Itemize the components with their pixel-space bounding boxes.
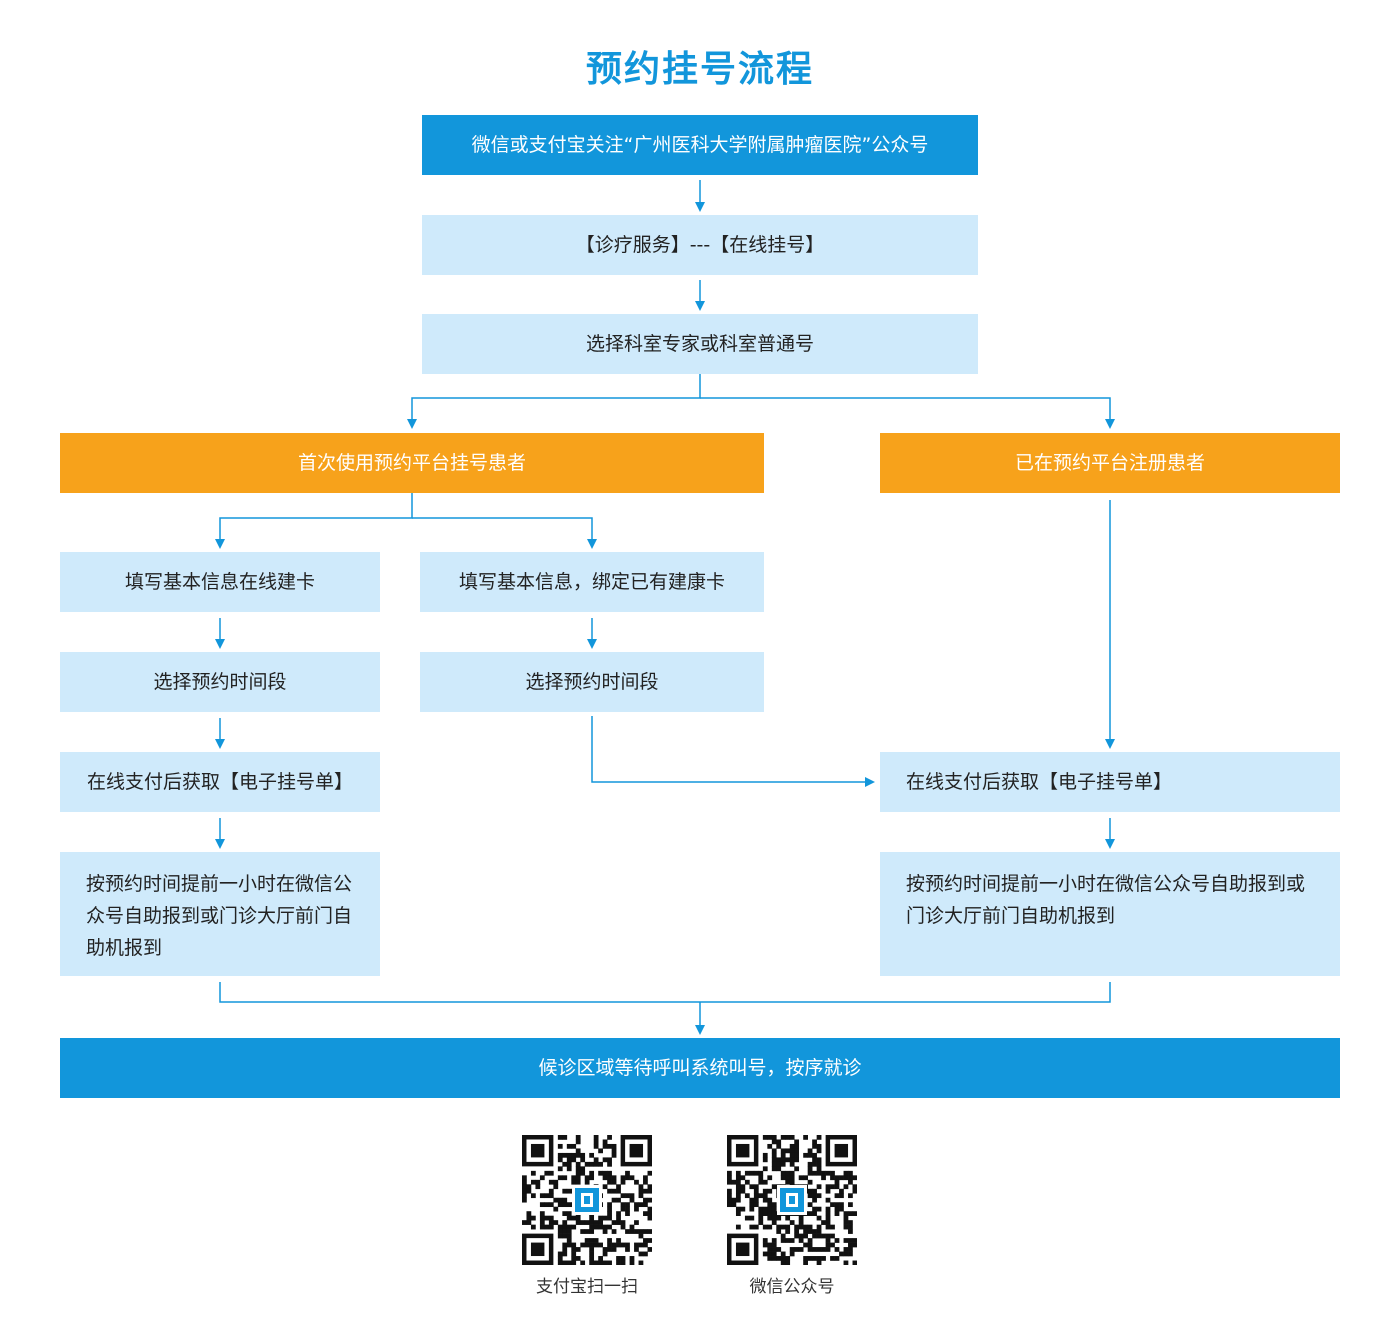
alipay-qr-caption: 支付宝扫一扫	[536, 1277, 638, 1297]
alipay-qr-code-icon	[522, 1135, 653, 1266]
connector-first-left	[215, 493, 413, 549]
wechat-qr-caption: 微信公众号	[749, 1277, 835, 1297]
step-pay-right: 在线支付后获取【电子挂号单】	[880, 752, 1340, 812]
branch-first-time-patient: 首次使用预约平台挂号患者	[60, 433, 764, 493]
step-checkin-right: 按预约时间提前一小时在微信公众号自助报到或门诊大厅前门自助机报到	[880, 852, 1340, 976]
step-select-time-mid: 选择预约时间段	[420, 652, 764, 712]
step-checkin-left: 按预约时间提前一小时在微信公众号自助报到或门诊大厅前门自助机报到	[60, 852, 380, 976]
wechat-qr-code-icon	[727, 1135, 858, 1266]
branch-registered-patient: 已在预约平台注册患者	[880, 433, 1340, 493]
connector-split-right	[700, 397, 1115, 429]
step-choose-department: 选择科室专家或科室普通号	[422, 314, 978, 374]
step-wait-for-call: 候诊区域等待呼叫系统叫号，按序就诊	[60, 1038, 1340, 1098]
step-online-registration-menu: 【诊疗服务】---【在线挂号】	[422, 215, 978, 275]
connector-first-right	[412, 517, 597, 549]
step-bind-card: 填写基本信息，绑定已有建康卡	[420, 552, 764, 612]
connector-mid-to-pay	[591, 716, 875, 787]
step-follow-account: 微信或支付宝关注“广州医科大学附属肿瘤医院”公众号	[422, 115, 978, 175]
page-title: 预约挂号流程	[585, 49, 814, 90]
step-pay-left: 在线支付后获取【电子挂号单】	[60, 752, 380, 812]
step-select-time-left: 选择预约时间段	[60, 652, 380, 712]
connector-merge-left	[219, 982, 1111, 1003]
step-create-card: 填写基本信息在线建卡	[60, 552, 380, 612]
connector-split	[407, 374, 701, 429]
